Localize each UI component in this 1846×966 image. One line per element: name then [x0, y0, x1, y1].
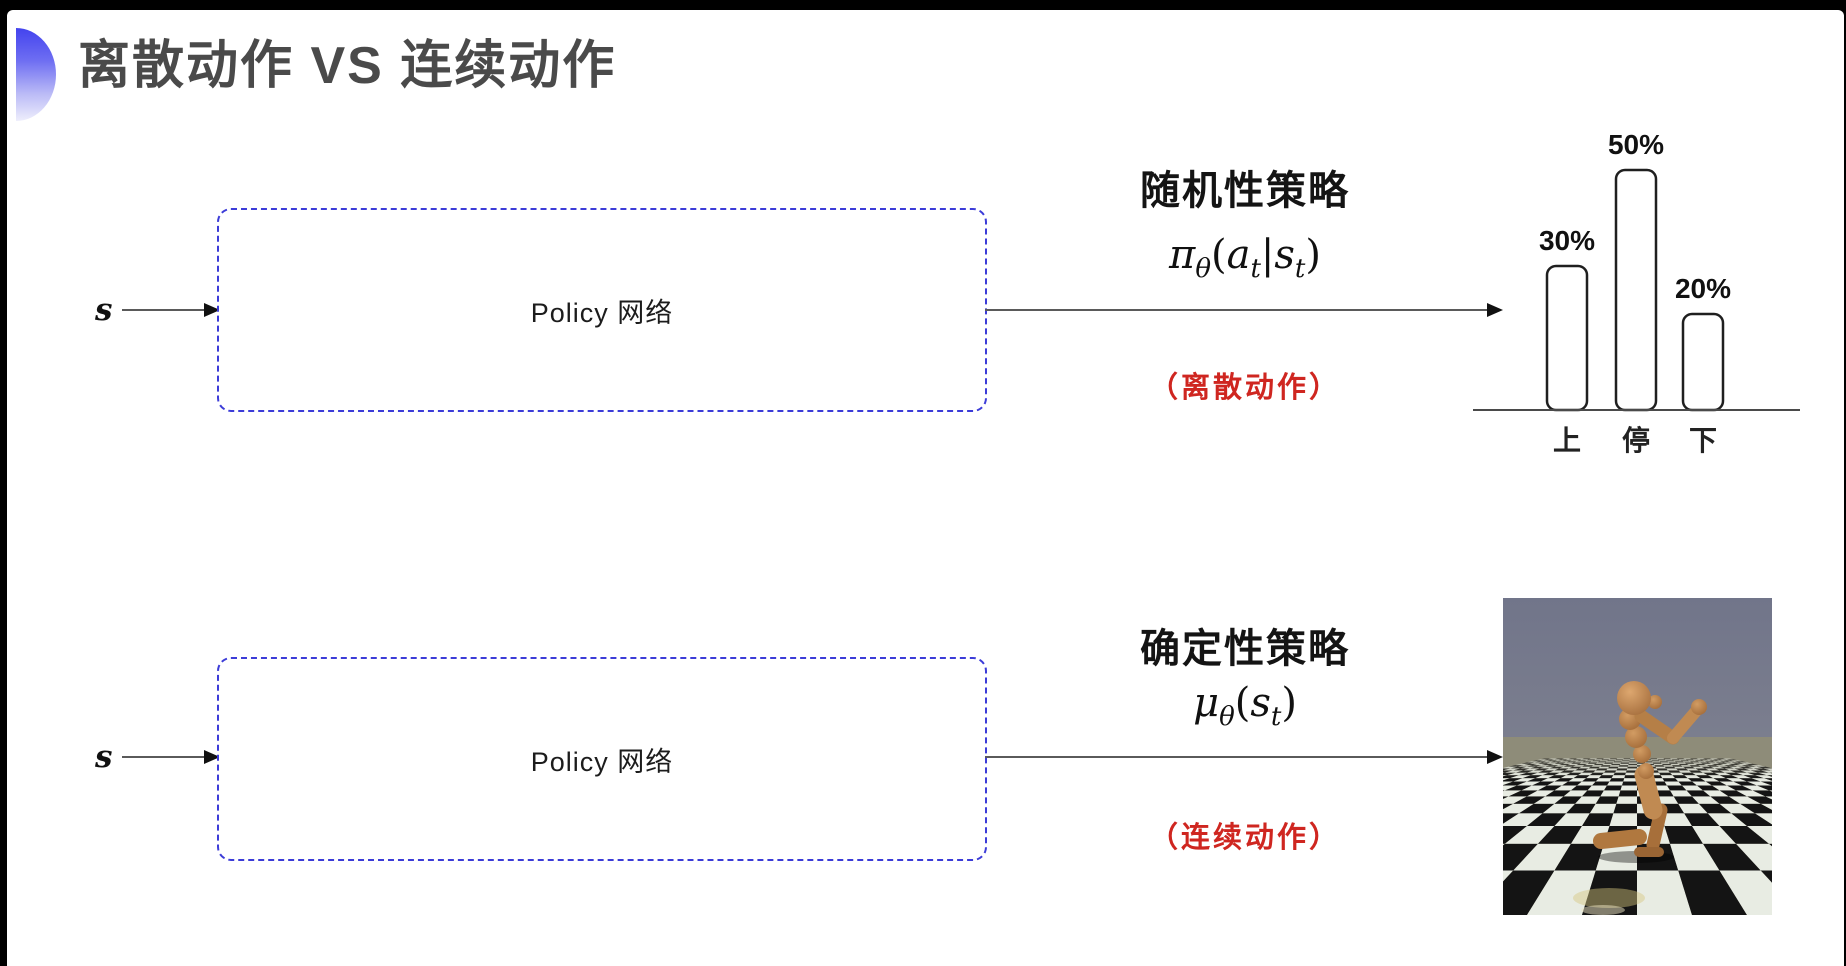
stochastic-policy-formula: πθ(at|st): [1050, 232, 1440, 284]
policy-box-label: Policy 网络: [530, 297, 674, 328]
slide-title: 离散动作 VS 连续动作: [78, 37, 617, 95]
input-arrow: [122, 750, 220, 764]
humanoid-simulation-image: [1503, 598, 1772, 915]
formula-separator: |: [1260, 232, 1275, 278]
state-input-label: s: [95, 292, 113, 328]
formula-paren: ): [1305, 232, 1321, 278]
bar-value-label: 30%: [1539, 225, 1595, 256]
formula-symbol: μ: [1193, 680, 1220, 726]
formula-subscript: t: [1270, 702, 1282, 732]
arrowhead-icon: [1487, 303, 1503, 317]
formula-arg: s: [1250, 680, 1271, 726]
action-probability-bar-chart: 30% 上 50% 停 20% 下: [1473, 129, 1800, 456]
action-type-caption-continuous: （连续动作）: [1148, 822, 1341, 854]
formula-subscript: θ: [1219, 702, 1235, 732]
input-arrow: [122, 303, 220, 317]
arrowhead-icon: [204, 750, 220, 764]
formula-paren: (: [1210, 232, 1227, 278]
humanoid-figure: [1593, 681, 1707, 857]
state-input-label: s: [95, 739, 113, 775]
bar-category-label: 停: [1622, 424, 1650, 456]
formula-subscript: t: [1294, 254, 1306, 284]
policy-network-box: Policy 网络: [217, 657, 987, 861]
output-arrow: [985, 750, 1503, 764]
floor-reflection: [1581, 905, 1625, 915]
output-arrow: [985, 303, 1503, 317]
bar-value-label: 50%: [1608, 129, 1664, 160]
bar-下: [1681, 312, 1725, 412]
bar-category-label: 上: [1553, 425, 1581, 456]
deterministic-policy-formula: μθ(st): [1050, 680, 1440, 732]
policy-network-box: Policy 网络: [217, 208, 987, 412]
formula-symbol: π: [1169, 232, 1196, 278]
formula-paren: ): [1281, 680, 1297, 726]
action-type-caption-discrete: （离散动作）: [1148, 372, 1341, 404]
bar-category-label: 下: [1689, 425, 1717, 456]
formula-arg: s: [1274, 232, 1295, 278]
policy-box-label: Policy 网络: [530, 746, 674, 777]
formula-arg: a: [1226, 232, 1251, 278]
arrowhead-icon: [1487, 750, 1503, 764]
policy-type-label: 随机性策略: [1140, 169, 1350, 213]
policy-type-label: 确定性策略: [1140, 627, 1350, 671]
arrowhead-icon: [204, 303, 220, 317]
bar-上: [1545, 264, 1589, 412]
formula-subscript: θ: [1195, 254, 1211, 284]
floor-reflection: [1573, 888, 1645, 908]
bar-value-label: 20%: [1675, 273, 1731, 304]
formula-paren: (: [1234, 680, 1251, 726]
formula-subscript: t: [1250, 254, 1261, 284]
bar-停: [1614, 168, 1658, 412]
